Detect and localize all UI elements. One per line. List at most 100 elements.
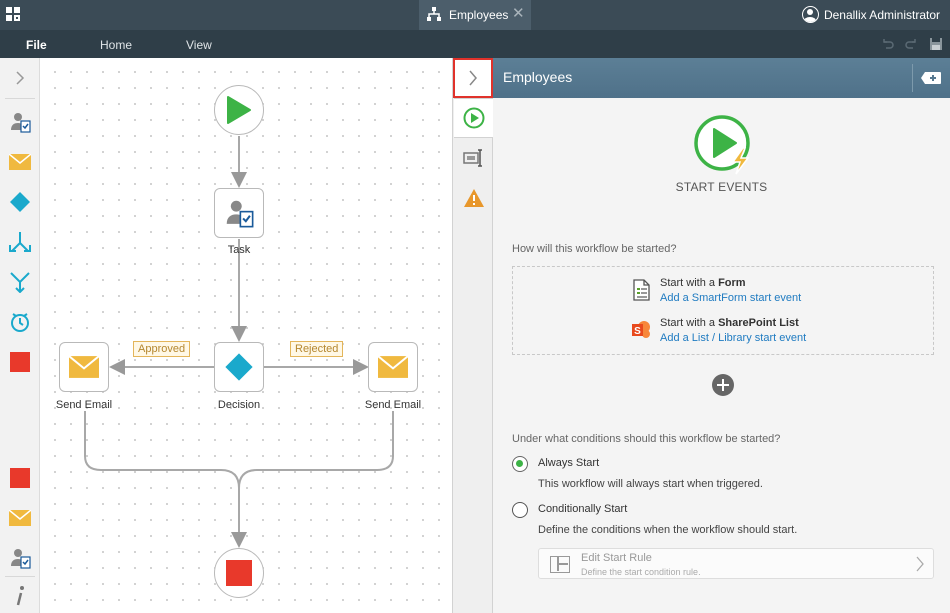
toolbox-end[interactable] bbox=[8, 350, 32, 374]
task-icon bbox=[11, 549, 31, 569]
toolbox bbox=[0, 58, 40, 613]
task-icon bbox=[226, 200, 254, 228]
start-events-hero-icon bbox=[694, 115, 750, 175]
conditionally-start-label[interactable]: Conditionally Start bbox=[538, 503, 628, 515]
close-icon[interactable]: ✕ bbox=[512, 5, 525, 22]
user-menu[interactable]: Denallix Administrator bbox=[801, 6, 940, 23]
toolbox-divider bbox=[5, 576, 35, 577]
edit-start-rule-subtitle: Define the start condition rule. bbox=[581, 567, 701, 577]
decision-node-label: Decision bbox=[217, 399, 261, 411]
conditionally-start-radio[interactable] bbox=[512, 502, 528, 518]
panel-tab-rail bbox=[452, 58, 494, 613]
save-icon[interactable] bbox=[929, 37, 943, 51]
add-list-library-start-event-link[interactable]: Add a List / Library start event bbox=[660, 332, 807, 344]
redo-icon[interactable] bbox=[904, 37, 918, 51]
end-icon bbox=[226, 560, 252, 586]
tab-start-events[interactable] bbox=[454, 98, 494, 138]
end-node[interactable] bbox=[214, 548, 264, 598]
question-conditions: Under what conditions should this workfl… bbox=[512, 433, 781, 445]
chevron-right-icon bbox=[469, 70, 477, 86]
app-launcher-icon[interactable] bbox=[6, 7, 20, 21]
connector-lines bbox=[84, 136, 394, 548]
sharepoint-icon: S bbox=[632, 321, 650, 338]
start-play-icon bbox=[227, 96, 251, 124]
collapse-panel-button[interactable] bbox=[453, 58, 493, 98]
add-smartform-start-event-link[interactable]: Add a SmartForm start event bbox=[660, 292, 802, 304]
send-email-node-left[interactable] bbox=[59, 342, 109, 392]
toolbox-merge[interactable] bbox=[8, 270, 32, 294]
edit-start-rule-title: Edit Start Rule bbox=[581, 552, 652, 564]
send-email-node-right[interactable] bbox=[368, 342, 418, 392]
always-start-description: This workflow will always start when tri… bbox=[538, 478, 763, 490]
tab-properties[interactable] bbox=[455, 138, 493, 178]
end-icon bbox=[10, 468, 30, 488]
email-icon bbox=[378, 356, 408, 378]
chevron-right-icon bbox=[916, 556, 924, 572]
email-icon bbox=[9, 154, 31, 170]
split-icon bbox=[9, 232, 31, 252]
toolbox-info[interactable] bbox=[8, 584, 32, 608]
toolbox-timer[interactable] bbox=[8, 310, 32, 334]
header-divider bbox=[912, 64, 913, 92]
send-email-left-label: Send Email bbox=[55, 399, 113, 411]
conditionally-start-description: Define the conditions when the workflow … bbox=[538, 524, 798, 536]
expand-toolbox-button[interactable] bbox=[8, 66, 32, 90]
menu-home[interactable]: Home bbox=[100, 38, 133, 52]
menu-bar: File Home View bbox=[0, 30, 950, 58]
decision-icon bbox=[225, 353, 253, 381]
document-tab-employees[interactable]: Employees ✕ bbox=[419, 0, 531, 30]
toolbox-divider bbox=[5, 98, 35, 99]
toolbox-task[interactable] bbox=[8, 110, 32, 134]
email-icon bbox=[69, 356, 99, 378]
edit-start-rule-card[interactable]: Edit Start Rule Define the start conditi… bbox=[538, 548, 934, 579]
task-node-label: Task bbox=[227, 244, 251, 256]
toolbox-recent-email[interactable] bbox=[8, 506, 32, 530]
tab-warnings[interactable] bbox=[455, 178, 493, 218]
send-email-right-label: Send Email bbox=[364, 399, 422, 411]
start-events-panel: Employees START EVENTS How will this wor… bbox=[493, 58, 950, 613]
toolbox-recent-task[interactable] bbox=[8, 546, 32, 570]
decision-icon bbox=[10, 192, 30, 212]
user-avatar-icon bbox=[801, 6, 819, 23]
question-started: How will this workflow be started? bbox=[512, 243, 677, 255]
svg-text:S: S bbox=[634, 326, 641, 337]
decision-node[interactable] bbox=[214, 342, 264, 392]
start-options-box: Start with a Form Add a SmartForm start … bbox=[512, 266, 934, 355]
panel-title: Employees bbox=[503, 69, 573, 85]
top-bar: Employees ✕ Denallix Administrator bbox=[0, 0, 950, 30]
always-start-label[interactable]: Always Start bbox=[538, 457, 600, 469]
warning-icon bbox=[464, 189, 484, 207]
tab-label: Employees bbox=[449, 8, 509, 22]
always-start-radio[interactable] bbox=[512, 456, 528, 472]
menu-file[interactable]: File bbox=[26, 38, 47, 52]
option-form-text: Start with a Form bbox=[660, 277, 746, 289]
user-name: Denallix Administrator bbox=[823, 7, 940, 22]
form-icon bbox=[633, 279, 650, 301]
add-tag-icon[interactable] bbox=[920, 71, 942, 85]
line-label-approved[interactable]: Approved bbox=[133, 341, 191, 357]
line-label-rejected[interactable]: Rejected bbox=[290, 341, 344, 357]
text-field-icon bbox=[463, 149, 482, 167]
workflow-icon bbox=[427, 7, 441, 21]
toolbox-split[interactable] bbox=[8, 230, 32, 254]
menu-view[interactable]: View bbox=[186, 38, 212, 52]
undo-icon[interactable] bbox=[881, 37, 895, 51]
start-node[interactable] bbox=[214, 85, 264, 135]
option-sharepoint-text: Start with a SharePoint List bbox=[660, 317, 799, 329]
task-node[interactable] bbox=[214, 188, 264, 238]
workflow-canvas[interactable]: Task Decision Send Email Send Email Appr… bbox=[41, 58, 452, 613]
email-icon bbox=[9, 510, 31, 526]
start-event-icon bbox=[463, 107, 485, 129]
task-icon bbox=[11, 113, 31, 133]
panel-header: Employees bbox=[493, 58, 950, 98]
merge-icon bbox=[10, 272, 30, 293]
rule-layout-icon bbox=[550, 556, 570, 573]
hero-title: START EVENTS bbox=[675, 180, 768, 194]
toolbox-email[interactable] bbox=[8, 150, 32, 174]
timer-icon bbox=[11, 313, 29, 332]
toolbox-recent-end[interactable] bbox=[8, 466, 32, 490]
chevron-right-icon bbox=[16, 71, 25, 85]
info-icon bbox=[16, 586, 24, 606]
add-start-event-button[interactable] bbox=[712, 374, 734, 396]
toolbox-decision[interactable] bbox=[8, 190, 32, 214]
